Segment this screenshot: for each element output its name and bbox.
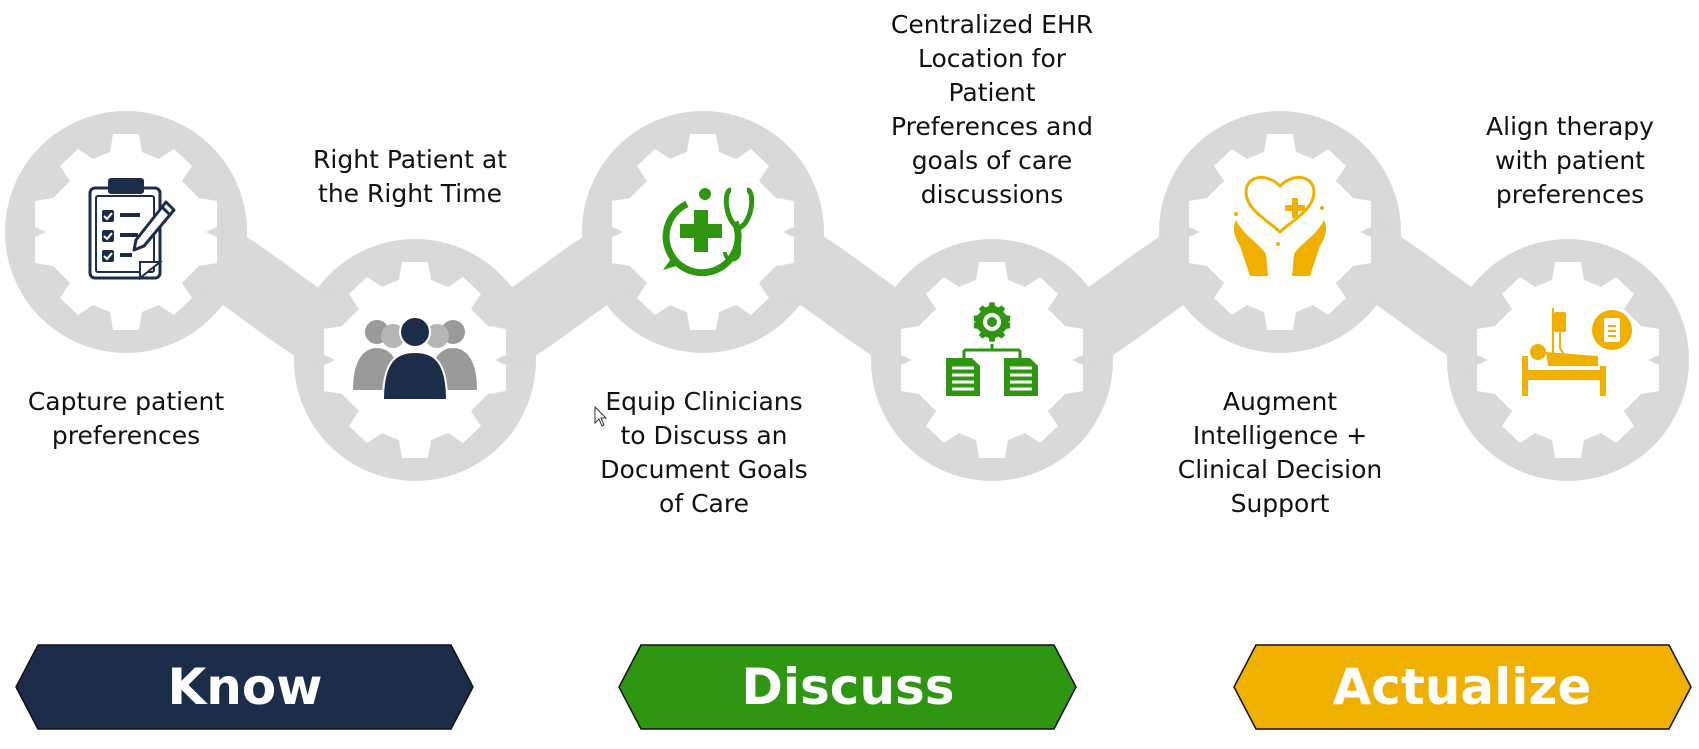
know-banner-label: Know <box>168 658 323 716</box>
discuss-banner: Discuss <box>618 644 1077 730</box>
actualize-banner: Actualize <box>1233 644 1692 730</box>
hands-heart-care-icon <box>1233 176 1327 276</box>
step3-label: Equip Clinicians to Discuss an Document … <box>600 387 808 518</box>
step2-label: Right Patient at the Right Time <box>313 145 507 208</box>
gear-document-hierarchy-icon <box>946 302 1038 396</box>
step4-label: Centralized EHR Location for Patient Pre… <box>890 10 1094 209</box>
actualize-banner-label: Actualize <box>1333 658 1592 716</box>
team-people-icon <box>353 316 477 401</box>
clipboard-checklist-icon <box>88 178 176 281</box>
gear-chain-background <box>5 111 1689 481</box>
medical-chat-stethoscope-icon <box>662 187 755 277</box>
step1-label: Capture patient preferences <box>27 387 225 450</box>
know-banner: Know <box>15 644 474 730</box>
step6-label: Align therapy with patient preferences <box>1486 112 1654 209</box>
hospital-bed-patient-icon <box>1522 308 1632 396</box>
mouse-cursor-icon <box>594 406 608 427</box>
step5-label: Augment Intelligence + Clinical Decision… <box>1177 387 1383 518</box>
discuss-banner-label: Discuss <box>741 658 954 716</box>
